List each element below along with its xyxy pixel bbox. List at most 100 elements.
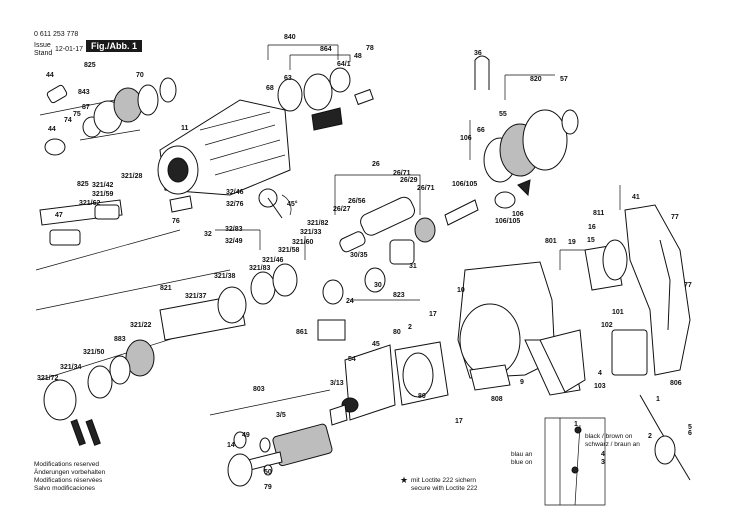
label-10: 10 bbox=[457, 287, 465, 294]
spindle-assembly bbox=[39, 195, 298, 446]
label-823: 823 bbox=[393, 292, 405, 299]
label-825: 825 bbox=[84, 62, 96, 69]
label-19-a: 19 bbox=[568, 239, 576, 246]
footer-line-1: Modifications reserved bbox=[34, 461, 100, 468]
part-number: 0 611 253 778 bbox=[34, 31, 79, 38]
label-321-50: 321/50 bbox=[83, 349, 105, 356]
wiring-num-3: 3 bbox=[601, 459, 605, 466]
label-321-46: 321/46 bbox=[262, 257, 284, 264]
wiring-num-2: 2 bbox=[648, 433, 652, 440]
label-3-5: 3/5 bbox=[276, 412, 286, 419]
label-321-58: 321/58 bbox=[278, 247, 300, 254]
label-76: 76 bbox=[172, 218, 180, 225]
label-31: 31 bbox=[409, 263, 417, 270]
label-15: 15 bbox=[587, 237, 595, 244]
wiring-blue-on: blue on bbox=[511, 459, 533, 466]
label-321-42: 321/42 bbox=[92, 182, 114, 189]
label-50: 50 bbox=[264, 469, 272, 476]
label-48: 48 bbox=[354, 53, 362, 60]
label-321-38: 321/38 bbox=[214, 273, 236, 280]
label-811: 811 bbox=[593, 210, 605, 217]
label-321-62: 321/62 bbox=[79, 200, 101, 207]
label-77: 77 bbox=[684, 282, 692, 289]
label-321-60: 321/60 bbox=[292, 239, 314, 246]
label-78: 78 bbox=[366, 45, 374, 52]
label-32-83: 32/83 bbox=[225, 226, 243, 233]
label-26-56: 26/56 bbox=[348, 198, 366, 205]
switch-parts bbox=[584, 239, 691, 481]
label-44-top: 44 bbox=[46, 72, 54, 79]
loctite-note-en: secure with Loctite 222 bbox=[411, 485, 478, 492]
wiring-blau-an: blau an bbox=[511, 451, 533, 458]
label-102: 102 bbox=[601, 322, 613, 329]
label-32: 32 bbox=[204, 231, 212, 238]
label-321-83: 321/83 bbox=[249, 265, 271, 272]
label-321-59: 321/59 bbox=[92, 191, 114, 198]
label-36: 36 bbox=[474, 50, 482, 57]
label-30-35: 30/35 bbox=[350, 252, 368, 259]
label-79: 79 bbox=[264, 484, 272, 491]
label-11: 11 bbox=[181, 125, 189, 132]
label-26-71: 26/71 bbox=[393, 170, 411, 177]
issue-label: Issue bbox=[34, 42, 51, 49]
label-41: 41 bbox=[632, 194, 640, 201]
wiring-inset bbox=[544, 417, 606, 506]
label-64-1: 64/1 bbox=[337, 61, 351, 68]
label-17-bottom: 17 bbox=[455, 418, 463, 425]
issue-date: 12-01-17 bbox=[55, 46, 84, 53]
label-32-49: 32/49 bbox=[225, 238, 243, 245]
sleeve-parts bbox=[277, 67, 374, 131]
part-44-ring bbox=[44, 138, 66, 156]
part-44-clip bbox=[46, 84, 68, 104]
label-26-29: 26/29 bbox=[400, 177, 418, 184]
handle bbox=[539, 204, 691, 393]
label-75: 75 bbox=[73, 111, 81, 118]
label-321-33: 321/33 bbox=[300, 229, 322, 236]
wiring-schwarz-braun: schwarz / braun an bbox=[585, 441, 640, 448]
label-30: 30 bbox=[374, 282, 382, 289]
label-80-bottom: 80 bbox=[418, 393, 426, 400]
label-14: 14 bbox=[227, 442, 235, 449]
wiring-num-1: 1 bbox=[574, 421, 578, 428]
intermediate-shaft bbox=[317, 196, 479, 341]
label-54: 54 bbox=[348, 356, 356, 363]
label-321-82: 321/82 bbox=[307, 220, 329, 227]
label-883: 883 bbox=[114, 336, 126, 343]
label-1: 1 bbox=[656, 396, 660, 403]
label-2: 2 bbox=[408, 324, 412, 331]
label-4: 4 bbox=[598, 370, 602, 377]
label-57: 57 bbox=[560, 76, 568, 83]
label-77-top: 77 bbox=[671, 214, 679, 221]
label-55: 55 bbox=[499, 111, 507, 118]
clutch-assembly bbox=[474, 55, 579, 209]
label-821: 821 bbox=[160, 285, 172, 292]
label-808: 808 bbox=[491, 396, 503, 403]
part-70 bbox=[137, 84, 159, 116]
label-74: 74 bbox=[64, 117, 72, 124]
gear-housing bbox=[157, 99, 291, 196]
label-861: 861 bbox=[296, 329, 308, 336]
chuck-parts bbox=[44, 77, 177, 156]
footer-line-3: Modifications réservées bbox=[34, 477, 103, 484]
label-101: 101 bbox=[612, 309, 624, 316]
label-26-27: 26/27 bbox=[333, 206, 351, 213]
label-26: 26 bbox=[372, 161, 380, 168]
leader-lines bbox=[35, 44, 621, 416]
label-32-46: 32/46 bbox=[226, 189, 244, 196]
part-843 bbox=[113, 87, 143, 123]
label-106-105: 106/105 bbox=[452, 181, 478, 188]
part-63-ring bbox=[159, 77, 177, 103]
label-24: 24 bbox=[346, 298, 354, 305]
label-106-b: 106 bbox=[512, 211, 524, 218]
footer-line-2: Änderungen vorbehalten bbox=[34, 469, 106, 476]
label-321-22: 321/22 bbox=[130, 322, 152, 329]
label-864: 864 bbox=[320, 46, 332, 53]
label-321-28: 321/28 bbox=[121, 173, 143, 180]
label-45-degree: 45° bbox=[287, 201, 298, 208]
wiring-black-brown: black / brown on bbox=[585, 433, 633, 440]
stator bbox=[341, 341, 449, 421]
bottom-washers bbox=[233, 431, 273, 476]
label-321-72: 321/72 bbox=[37, 375, 59, 382]
label-106: 106 bbox=[460, 135, 472, 142]
